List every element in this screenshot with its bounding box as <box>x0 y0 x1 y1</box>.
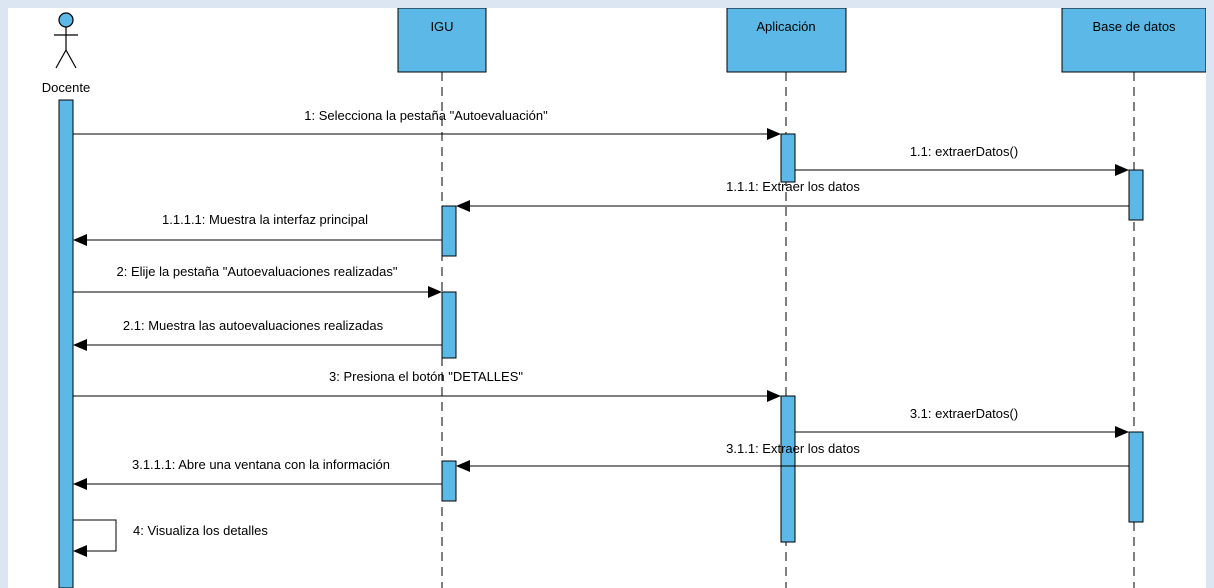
message-2: 2: Elije la pestaña "Autoevaluaciones re… <box>73 264 442 298</box>
message-1: 1: Selecciona la pestaña "Autoevaluación… <box>73 108 781 140</box>
activation-app-1 <box>780 133 796 183</box>
lifeline-app-box <box>726 8 847 73</box>
message-label: 1.1.1: Extraer los datos <box>726 179 860 194</box>
message-3-1-1-1: 3.1.1.1: Abre una ventana con la informa… <box>73 457 442 490</box>
message-label: 1.1.1.1: Muestra la interfaz principal <box>162 212 368 227</box>
sequence-diagram: Docente IGU Aplicación Base de datos 1: … <box>42 8 1206 588</box>
actor-head-icon <box>58 12 74 28</box>
lifeline-db-box <box>1061 8 1206 73</box>
message-3: 3: Presiona el botón "DETALLES" <box>73 369 781 402</box>
message-label: 4: Visualiza los detalles <box>133 523 268 538</box>
message-3-1-1: 3.1.1: Extraer los datos <box>456 441 1129 472</box>
lifeline-base-de-datos: Base de datos <box>1061 8 1206 588</box>
message-3-1: 3.1: extraerDatos() <box>795 406 1129 438</box>
lifeline-aplicacion: Aplicación <box>726 8 847 588</box>
message-label: 3: Presiona el botón "DETALLES" <box>329 369 523 384</box>
message-label: 1.1: extraerDatos() <box>910 144 1018 159</box>
activation-igu-3 <box>441 460 457 502</box>
activation-igu-1 <box>441 205 457 257</box>
message-1-1-1: 1.1.1: Extraer los datos <box>456 179 1129 212</box>
message-label: 3.1.1.1: Abre una ventana con la informa… <box>132 457 390 472</box>
message-label: 3.1: extraerDatos() <box>910 406 1018 421</box>
message-2-1: 2.1: Muestra las autoevaluaciones realiz… <box>73 318 442 351</box>
message-1-1-1-1: 1.1.1.1: Muestra la interfaz principal <box>73 212 442 246</box>
message-label: 3.1.1: Extraer los datos <box>726 441 860 456</box>
message-label: 2: Elije la pestaña "Autoevaluaciones re… <box>117 264 398 279</box>
message-4-self: 4: Visualiza los detalles <box>73 519 268 557</box>
activation-db-1 <box>1128 169 1144 221</box>
message-1-1: 1.1: extraerDatos() <box>795 144 1129 176</box>
actor-label: Docente <box>42 80 90 95</box>
sequence-diagram-canvas: Docente IGU Aplicación Base de datos 1: … <box>8 8 1206 588</box>
activation-igu-2 <box>441 291 457 359</box>
lifeline-igu-label: IGU <box>430 19 453 34</box>
lifeline-db-label: Base de datos <box>1092 19 1176 34</box>
message-label: 2.1: Muestra las autoevaluaciones realiz… <box>123 318 384 333</box>
lifeline-app-label: Aplicación <box>756 19 815 34</box>
actor-docente: Docente <box>42 12 90 95</box>
activation-docente <box>58 99 74 588</box>
activation-db-2 <box>1128 431 1144 523</box>
lifeline-igu-box <box>397 8 487 73</box>
activation-app-2 <box>780 395 796 543</box>
message-label: 1: Selecciona la pestaña "Autoevaluación… <box>304 108 548 123</box>
